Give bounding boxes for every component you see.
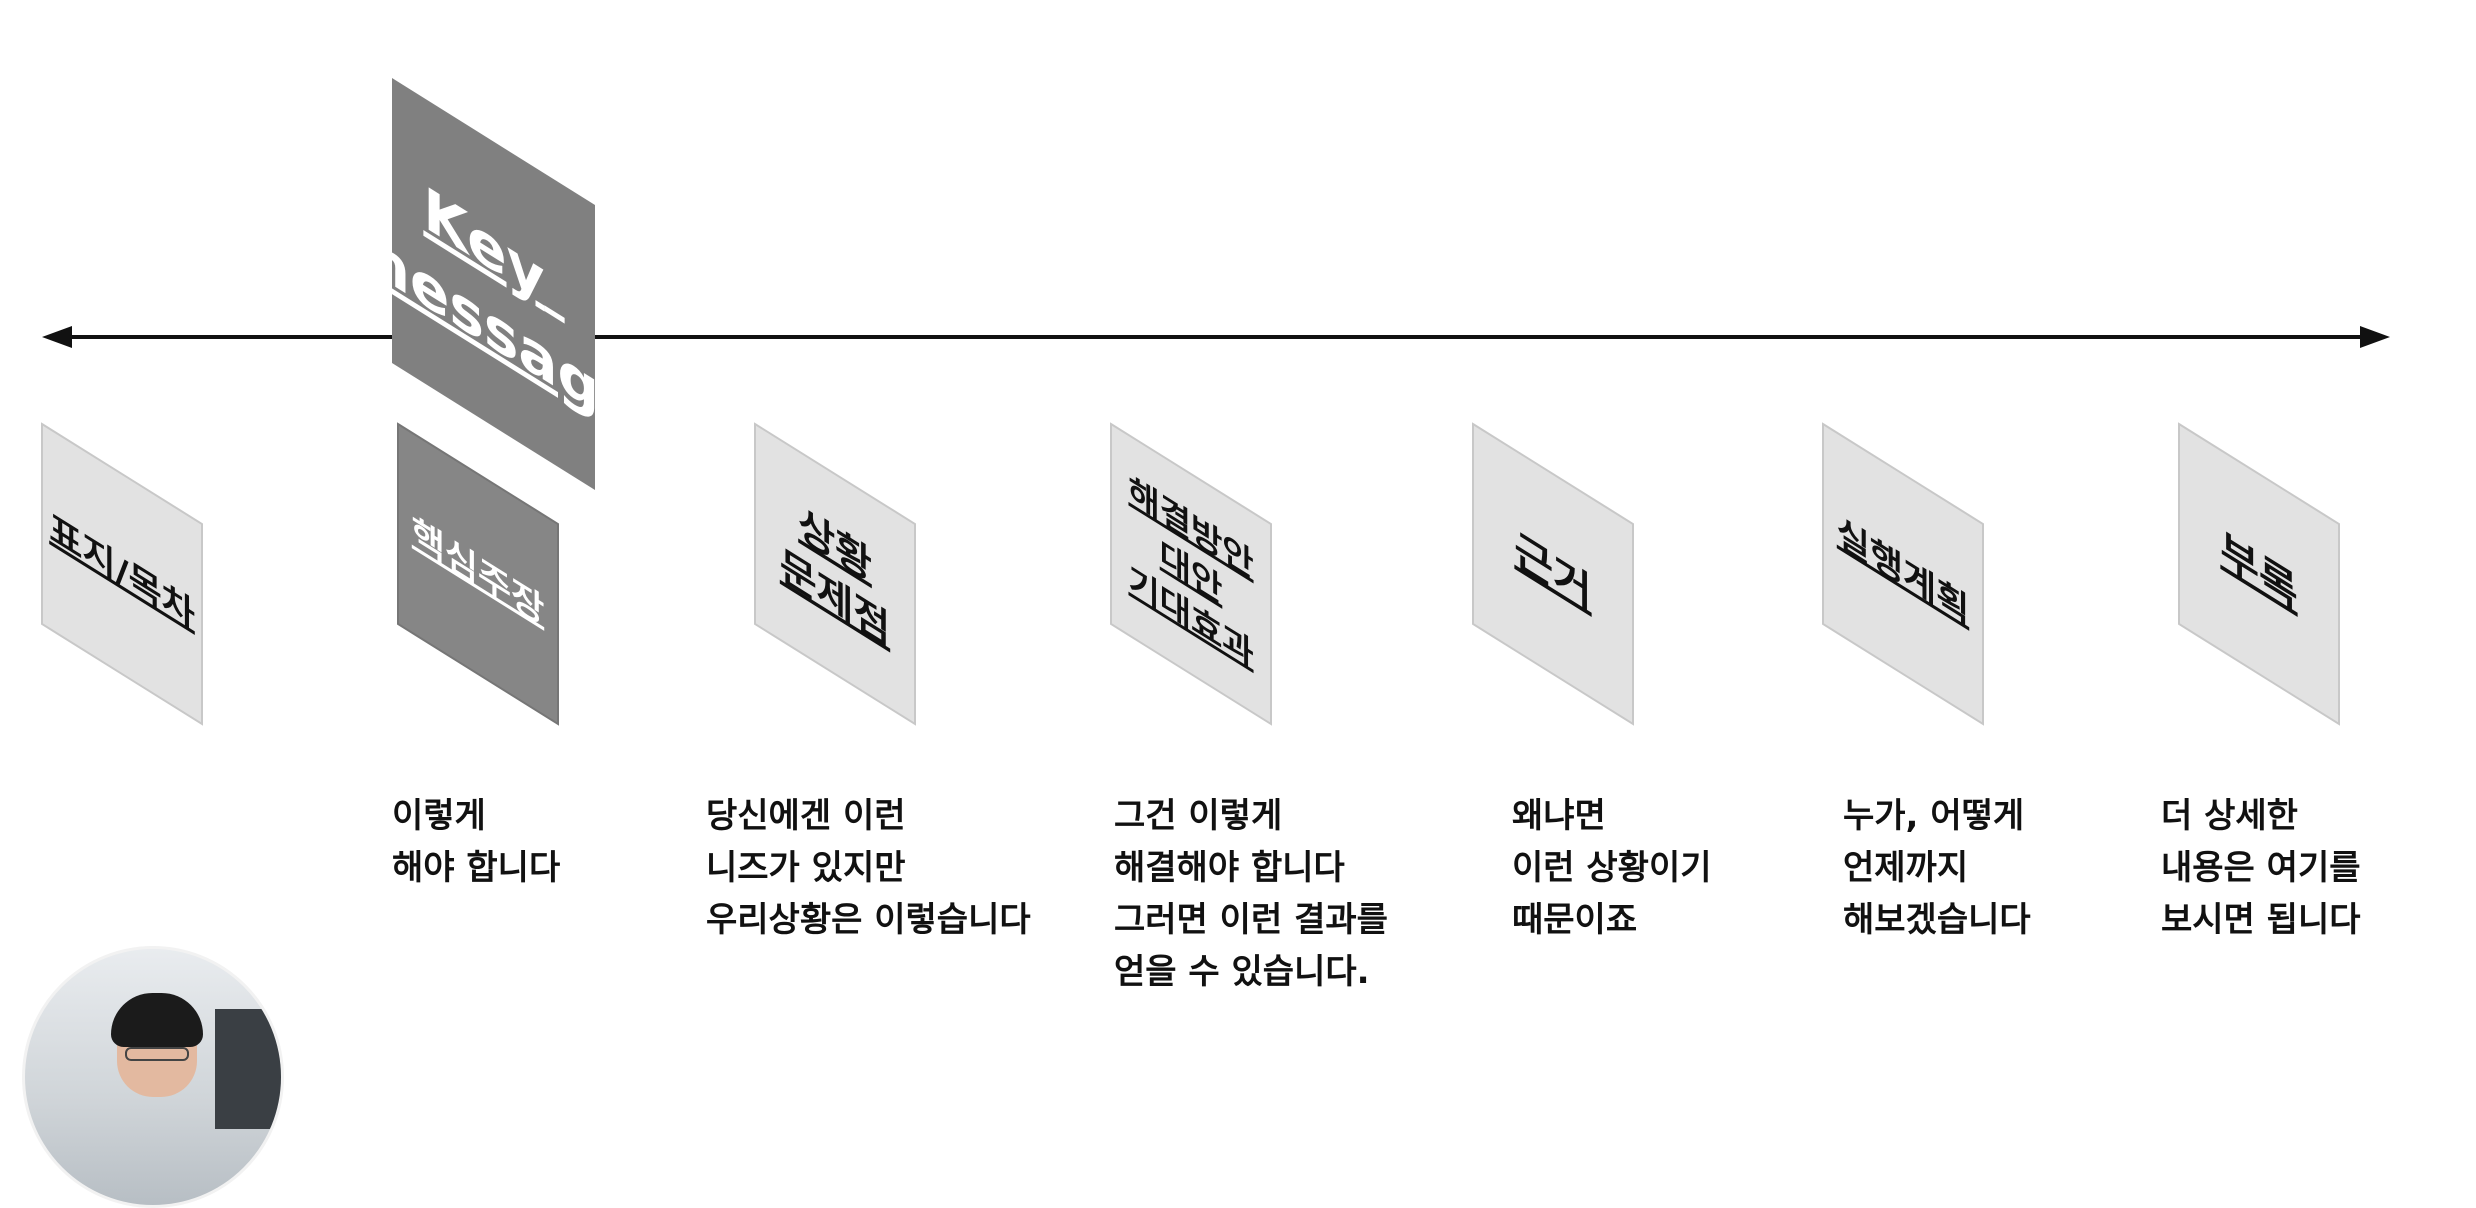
avatar-hair — [111, 993, 203, 1047]
glasses-icon — [125, 1047, 189, 1061]
stage-card-core: 핵심주장 — [397, 422, 559, 726]
stage-card-shape — [754, 422, 916, 726]
stage-card-shape — [397, 422, 559, 726]
stage-description-line: 얻을 수 있습니다. — [1114, 952, 1370, 992]
stage-card-shape — [1110, 422, 1272, 726]
stage-description-line: 왜냐면 — [1512, 796, 1606, 836]
stage-card-plan: 실행계획 — [1822, 422, 1984, 726]
stage-cards: 표지/목차 핵심주장 상황문제점 해결방안대안기대효과 근거 실행계획 부록 — [41, 422, 2340, 726]
stage-description-line: 언제까지 — [1843, 848, 1969, 888]
key-message-shape — [392, 78, 595, 490]
timeline-diagram: 표지/목차 핵심주장 상황문제점 해결방안대안기대효과 근거 실행계획 부록 Key mes… — [41, 78, 2390, 726]
stage-description-line: 우리상황은 이렇습니다 — [706, 900, 1031, 940]
stage-description-line: 누가, 어떻게 — [1843, 796, 2025, 836]
stage-description-line: 그러면 이런 결과를 — [1114, 900, 1388, 940]
stage-card-solution: 해결방안대안기대효과 — [1110, 422, 1272, 726]
right-arrowhead-icon — [2360, 326, 2390, 348]
presenter-avatar — [22, 946, 284, 1208]
stage-description-line: 니즈가 있지만 — [706, 848, 906, 888]
key-message-card: Key message — [350, 78, 638, 490]
stage-card-shape — [1822, 422, 1984, 726]
stage-description-line: 이런 상황이기 — [1512, 848, 1712, 888]
stage-description-line: 해보겠습니다 — [1843, 900, 2031, 940]
stage-card-evidence: 근거 — [1472, 422, 1634, 726]
stage-description-line: 이렇게 — [392, 796, 486, 836]
stage-description-line: 내용은 여기를 — [2161, 848, 2361, 888]
stage-card-cover: 표지/목차 — [41, 422, 203, 726]
stage-description-line: 더 상세한 — [2161, 796, 2298, 836]
stage-card-shape — [1472, 422, 1634, 726]
stage-description-line: 해야 합니다 — [392, 848, 561, 888]
stage-description-line: 해결해야 합니다 — [1114, 848, 1345, 888]
stage-card-shape — [41, 422, 203, 726]
left-arrowhead-icon — [42, 326, 72, 348]
stage-description-line: 때문이죠 — [1512, 900, 1638, 940]
stage-description-line: 보시면 됩니다 — [2161, 900, 2361, 940]
stage-description-line: 당신에겐 이런 — [706, 796, 906, 836]
stage-card-appendix: 부록 — [2178, 422, 2340, 726]
avatar-background — [215, 1009, 281, 1129]
stage-description-line: 그건 이렇게 — [1114, 796, 1283, 836]
stage-card-situation: 상황문제점 — [754, 422, 916, 726]
stage-card-shape — [2178, 422, 2340, 726]
